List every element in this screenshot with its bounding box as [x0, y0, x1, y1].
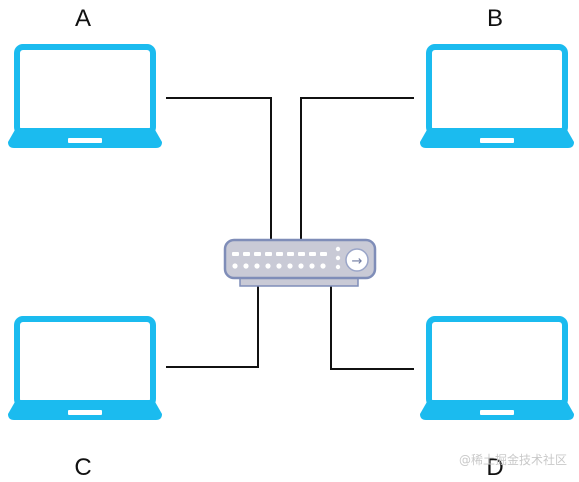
label-a: A [74, 5, 91, 32]
wire-d [330, 285, 414, 370]
label-d: D [486, 454, 504, 481]
wire-c [166, 285, 259, 368]
label-c: C [74, 454, 92, 481]
laptop-a-icon [8, 47, 162, 148]
switch-arrow-glyph: → [352, 254, 363, 269]
switch-ports [232, 246, 341, 270]
label-b: B [486, 5, 503, 32]
watermark-text: @稀土掘金技术社区 [458, 453, 567, 467]
laptop-d-icon [420, 319, 574, 420]
connection-wires [166, 97, 414, 370]
switch-arrow-button-icon [345, 248, 369, 272]
wire-a [166, 97, 272, 240]
laptop-b-icon [420, 47, 574, 148]
wire-b [300, 97, 414, 240]
laptop-c-icon [8, 319, 162, 420]
network-switch-icon: → [223, 238, 377, 287]
